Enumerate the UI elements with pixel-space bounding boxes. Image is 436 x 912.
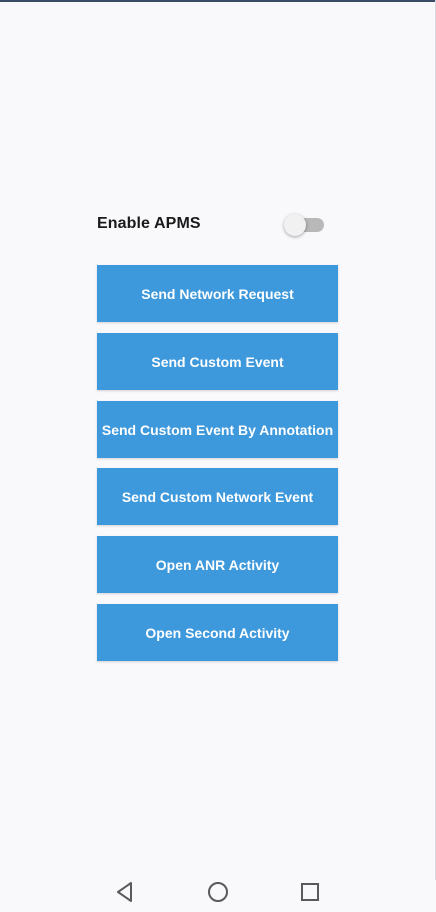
open-second-activity-button[interactable]: Open Second Activity bbox=[97, 604, 338, 661]
send-custom-event-by-annotation-button[interactable]: Send Custom Event By Annotation bbox=[97, 401, 338, 458]
enable-apms-switch[interactable] bbox=[284, 213, 326, 237]
triangle-left-icon bbox=[117, 882, 132, 902]
circle-icon bbox=[208, 882, 228, 902]
switch-thumb bbox=[284, 214, 306, 236]
send-network-request-button[interactable]: Send Network Request bbox=[97, 265, 338, 322]
enable-apms-row: Enable APMS bbox=[97, 210, 337, 240]
send-custom-event-button[interactable]: Send Custom Event bbox=[97, 333, 338, 390]
square-icon bbox=[301, 883, 319, 901]
recents-button[interactable] bbox=[298, 880, 322, 904]
send-custom-network-event-button[interactable]: Send Custom Network Event bbox=[97, 468, 338, 525]
home-button[interactable] bbox=[206, 880, 230, 904]
back-button[interactable] bbox=[113, 880, 137, 904]
open-anr-activity-button[interactable]: Open ANR Activity bbox=[97, 536, 338, 593]
navigation-bar bbox=[0, 869, 436, 912]
enable-apms-label: Enable APMS bbox=[97, 215, 201, 232]
status-bar-edge bbox=[0, 0, 436, 2]
